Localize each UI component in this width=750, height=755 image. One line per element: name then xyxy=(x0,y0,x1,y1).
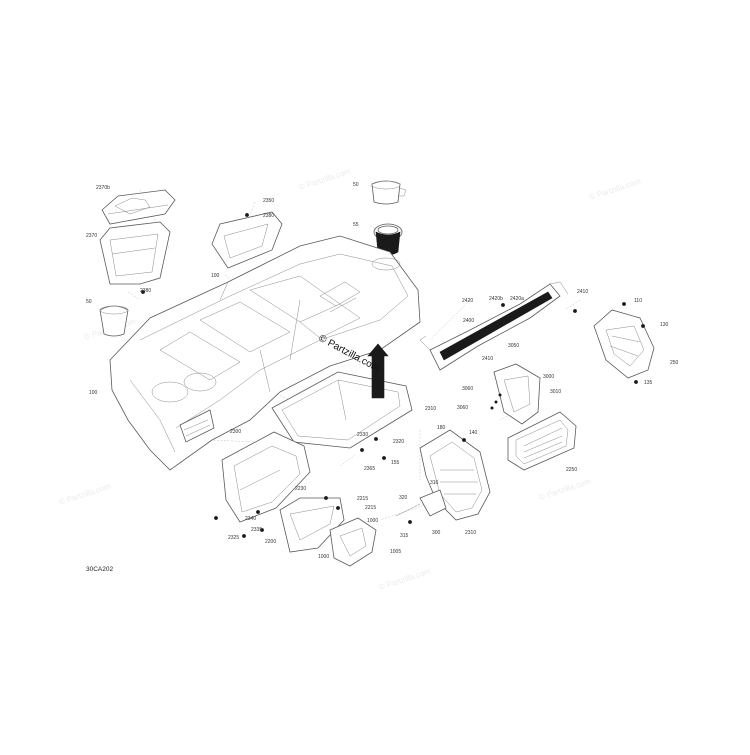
part-label-2410: 2410 xyxy=(577,289,588,295)
part-label-3050: 3050 xyxy=(508,343,519,349)
part-label-2320: 2320 xyxy=(393,439,404,445)
part-label-50: 50 xyxy=(86,299,92,305)
svg-text:© Partzilla.com: © Partzilla.com xyxy=(298,167,352,192)
fasteners xyxy=(141,213,645,538)
part-label-100: 100 xyxy=(211,273,220,279)
part-label-50: 50 xyxy=(353,182,359,188)
part-label-2215: 2215 xyxy=(357,496,368,502)
part-label-315: 315 xyxy=(400,533,409,539)
part-label-2420a: 2420a xyxy=(510,296,524,302)
part-2230-bracket xyxy=(279,497,345,553)
part-label-110: 110 xyxy=(634,298,642,304)
part-label-140: 140 xyxy=(469,430,478,436)
part-100-dashboard xyxy=(109,235,421,471)
part-label-2200: 2200 xyxy=(265,539,276,545)
part-label-300: 300 xyxy=(432,530,441,536)
part-2350-cover xyxy=(211,211,283,269)
part-label-2410: 2410 xyxy=(482,356,493,362)
part-label-180: 180 xyxy=(437,425,446,431)
part-55-filter xyxy=(373,223,403,256)
part-label-2300: 2300 xyxy=(230,429,241,435)
part-label-2370b: 2370b xyxy=(96,185,110,191)
part-label-155: 155 xyxy=(391,460,400,466)
part-label-3060: 3060 xyxy=(457,405,468,411)
part-300-column xyxy=(395,429,491,521)
part-labels: 2370b 2380 2350 2370 100 2380 50 50 55 100 2420 242… xyxy=(86,182,679,560)
part-label-3060: 3060 xyxy=(462,386,473,392)
part-label-3000: 3000 xyxy=(543,374,554,380)
part-label-2310: 2310 xyxy=(465,530,476,536)
part-label-2250: 2250 xyxy=(566,467,577,473)
part-3000-bracket xyxy=(493,363,541,425)
part-2370b-lid xyxy=(101,189,176,225)
svg-text:© Partzilla.com: © Partzilla.com xyxy=(538,477,592,502)
part-label-2380: 2380 xyxy=(263,213,274,219)
part-label-2370: 2370 xyxy=(86,233,97,239)
part-label-2215: 2215 xyxy=(365,505,376,511)
part-label-100: 100 xyxy=(89,390,98,396)
part-label-135: 135 xyxy=(644,380,653,386)
part-1000-cover xyxy=(329,517,377,567)
part-label-2380: 2380 xyxy=(140,288,151,294)
part-label-2420: 2420 xyxy=(462,298,473,304)
part-label-2400: 2400 xyxy=(463,318,474,324)
part-50-cupholder-left xyxy=(99,305,129,337)
part-label-2325: 2325 xyxy=(228,535,239,541)
part-label-3010: 3010 xyxy=(550,389,561,395)
part-label-250: 250 xyxy=(670,360,679,366)
part-label-1000: 1000 xyxy=(318,554,329,560)
part-label-2350: 2350 xyxy=(263,198,274,204)
part-label-55: 55 xyxy=(353,222,359,228)
part-label-2420b: 2420b xyxy=(489,296,503,302)
part-label-310: 310 xyxy=(430,480,439,486)
part-label-1000: 1000 xyxy=(367,518,378,524)
part-label-2330: 2330 xyxy=(357,432,368,438)
part-label-320: 320 xyxy=(399,495,408,501)
svg-text:© Partzilla.com: © Partzilla.com xyxy=(588,177,642,202)
svg-text:© Partzilla.com: © Partzilla.com xyxy=(378,567,432,592)
part-2370-bin xyxy=(99,221,171,285)
part-2250-display xyxy=(507,411,577,471)
part-2400-crossbar xyxy=(419,281,569,371)
part-label-1005: 1005 xyxy=(390,549,401,555)
part-label-2365: 2365 xyxy=(364,466,375,472)
part-50-cupholder-top xyxy=(371,180,407,205)
part-label-2310: 2310 xyxy=(425,406,436,412)
part-250-bracket xyxy=(593,309,655,379)
part-label-2230: 2230 xyxy=(295,486,306,492)
svg-text:© Partzilla.com: © Partzilla.com xyxy=(58,482,112,507)
diagram-code: 30CA202 xyxy=(86,566,113,573)
part-duct-arrow xyxy=(367,343,389,399)
part-2200-lower-panel xyxy=(221,431,311,523)
part-label-2340: 2340 xyxy=(245,516,256,522)
part-label-2335: 2335 xyxy=(251,527,262,533)
part-label-130: 130 xyxy=(660,322,669,328)
